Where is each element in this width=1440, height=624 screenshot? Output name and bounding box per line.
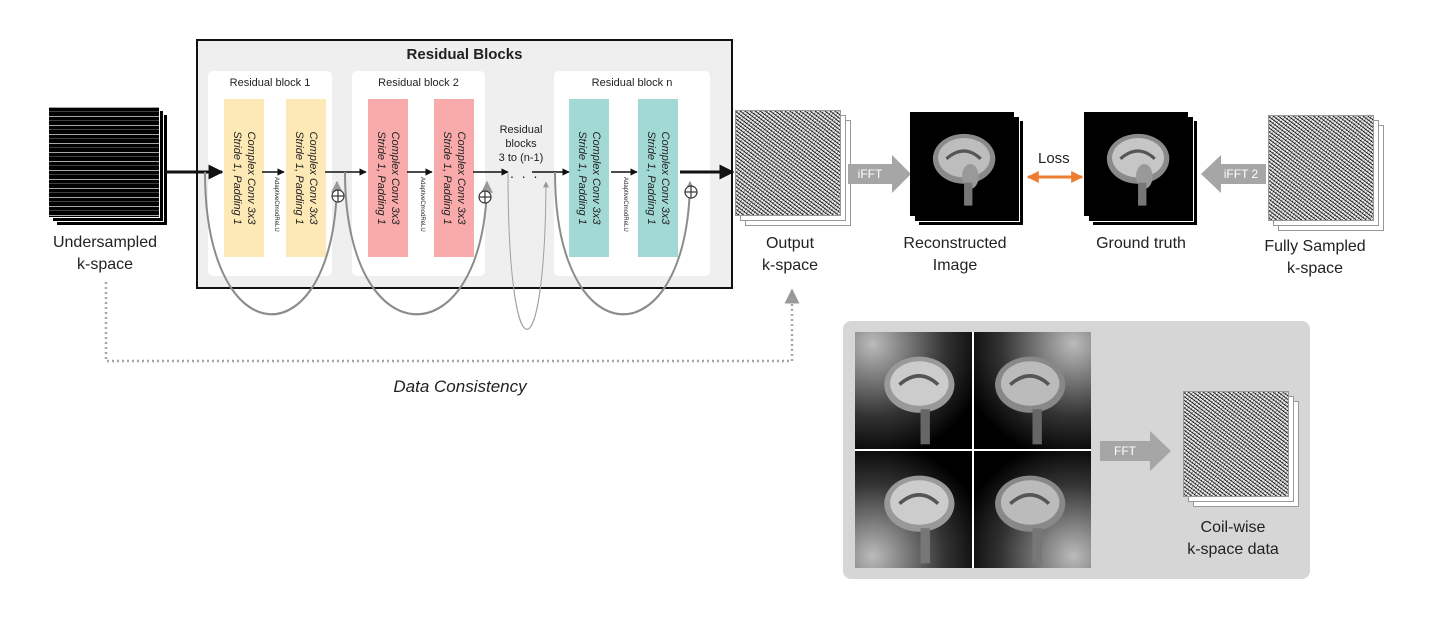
conv-label-line2: Stride 1, Padding 1 xyxy=(231,131,243,225)
coil-images-grid xyxy=(855,332,1091,568)
conv-label-line1: Complex Conv 3x3 xyxy=(659,131,671,225)
ifft2-label: iFFT 2 xyxy=(1223,167,1259,181)
coil-image-1 xyxy=(855,332,972,449)
conv-label-line1: Complex Conv 3x3 xyxy=(389,131,401,225)
fully-sampled-kspace-stack xyxy=(1268,115,1388,235)
fully-sampled-label-line1: Fully Sampled xyxy=(1264,238,1366,255)
data-consistency-path xyxy=(104,282,800,363)
residual-block-1-conv2: Complex Conv 3x3 Stride 1, Padding 1 xyxy=(286,99,326,257)
fully-sampled-kspace-image xyxy=(1268,115,1374,221)
undersampled-label: Undersampled k-space xyxy=(30,232,180,276)
conv-label-line2: Stride 1, Padding 1 xyxy=(576,131,588,225)
conv-label-line2: Stride 1, Padding 1 xyxy=(645,131,657,225)
residual-block-1-title: Residual block 1 xyxy=(229,77,311,89)
middle-label-line2: blocks xyxy=(505,138,537,150)
ground-truth-stack xyxy=(1084,112,1204,232)
data-consistency-label: Data Consistency xyxy=(393,377,527,396)
ifft-label: iFFT xyxy=(857,167,883,181)
output-kspace-stack xyxy=(735,110,855,230)
residual-block-n-conv2: Complex Conv 3x3 Stride 1, Padding 1 xyxy=(638,99,678,257)
fft-arrow xyxy=(1100,431,1171,471)
conv-label-line1: Complex Conv 3x3 xyxy=(455,131,467,225)
conv-label-line1: Complex Conv 3x3 xyxy=(245,131,257,225)
residual-block-n-conv1: Complex Conv 3x3 Stride 1, Padding 1 xyxy=(569,99,609,257)
reconstructed-image-stack xyxy=(910,112,1030,232)
loss-label: Loss xyxy=(1038,150,1070,167)
residual-block-1-activation: AdaptiveCmodReLU xyxy=(273,177,279,232)
conv-label-line2: Stride 1, Padding 1 xyxy=(441,131,453,225)
reconstructed-image-label: Reconstructed Image xyxy=(890,233,1020,277)
ifft2-arrow xyxy=(1201,155,1266,193)
residual-block-2-conv1: Complex Conv 3x3 Stride 1, Padding 1 xyxy=(368,99,408,257)
output-kspace-label: Output k-space xyxy=(740,233,840,277)
residual-blocks-title: Residual Blocks xyxy=(406,46,523,63)
coil-kspace-label: Coil-wise k-space data xyxy=(1168,517,1298,561)
ground-truth-label: Ground truth xyxy=(1096,235,1186,252)
middle-blocks-label: Residual blocks 3 to (n-1) xyxy=(488,123,554,165)
residual-blocks-container: Residual Blocks Residual block 1 Complex… xyxy=(196,39,733,289)
undersampled-kspace-image xyxy=(48,106,160,218)
residual-block-2-conv2: Complex Conv 3x3 Stride 1, Padding 1 xyxy=(434,99,474,257)
output-kspace-image xyxy=(735,110,841,216)
coil-image-3 xyxy=(855,451,972,568)
coil-kspace-image xyxy=(1183,391,1289,497)
coil-panel: FFT Coil-wise k-space data xyxy=(843,321,1310,579)
undersampled-label-line1: Undersampled xyxy=(52,234,158,251)
residual-block-n: Residual block n Complex Conv 3x3 Stride… xyxy=(554,71,710,276)
output-label-line2: k-space xyxy=(761,257,819,274)
coil-image-4 xyxy=(974,451,1091,568)
reconstructed-label-line2: Image xyxy=(932,257,978,274)
output-label-line1: Output xyxy=(765,235,815,252)
coil-label-line2: k-space data xyxy=(1187,541,1279,558)
reconstructed-image xyxy=(910,112,1014,216)
residual-block-n-title: Residual block n xyxy=(591,77,673,89)
middle-label-line1: Residual xyxy=(499,124,543,136)
ground-truth-image xyxy=(1084,112,1188,216)
residual-block-n-activation: AdaptiveCmodReLU xyxy=(622,177,628,232)
residual-block-2-title: Residual block 2 xyxy=(378,77,459,89)
coil-image-2 xyxy=(974,332,1091,449)
fully-sampled-label: Fully Sampled k-space xyxy=(1250,236,1380,280)
undersampled-label-line2: k-space xyxy=(76,256,134,273)
conv-label-line1: Complex Conv 3x3 xyxy=(307,131,319,225)
residual-block-1: Residual block 1 Complex Conv 3x3 Stride… xyxy=(208,71,332,276)
fft-label: FFT xyxy=(1114,444,1136,458)
coil-kspace-stack xyxy=(1183,391,1303,511)
undersampled-kspace-stack xyxy=(48,106,168,226)
reconstructed-label-line1: Reconstructed xyxy=(903,235,1007,252)
conv-label-line2: Stride 1, Padding 1 xyxy=(293,131,305,225)
coil-label-line1: Coil-wise xyxy=(1200,519,1266,536)
middle-label-line3: 3 to (n-1) xyxy=(498,152,544,164)
conv-label-line1: Complex Conv 3x3 xyxy=(590,131,602,225)
residual-block-2: Residual block 2 Complex Conv 3x3 Stride… xyxy=(352,71,485,276)
residual-block-1-conv1: Complex Conv 3x3 Stride 1, Padding 1 xyxy=(224,99,264,257)
conv-label-line2: Stride 1, Padding 1 xyxy=(375,131,387,225)
fully-sampled-label-line2: k-space xyxy=(1286,260,1344,277)
residual-block-2-activation: AdaptiveCmodReLU xyxy=(419,177,425,232)
ellipsis: . . . xyxy=(510,165,540,181)
ifft-arrow xyxy=(848,155,911,193)
